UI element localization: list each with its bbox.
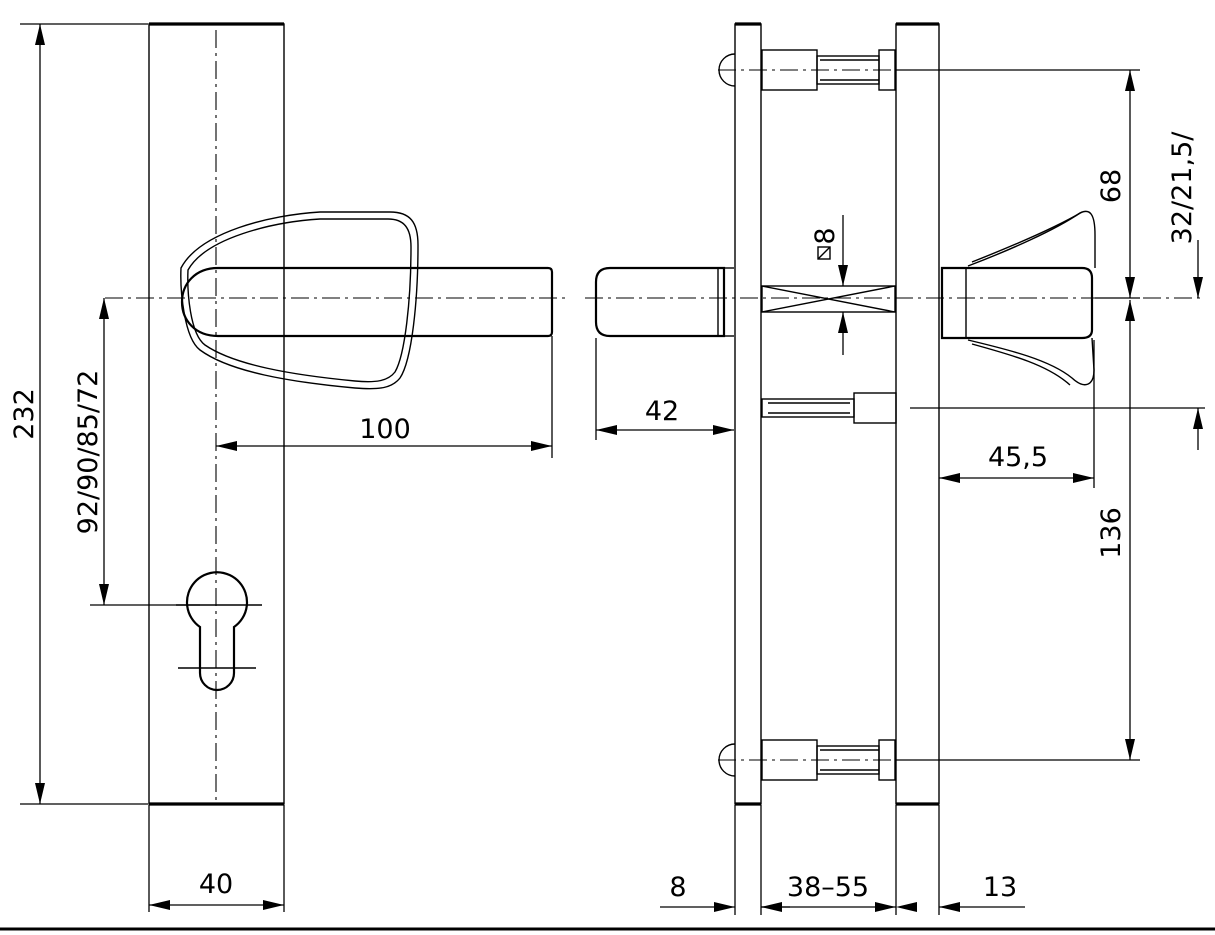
spindle-square: [761, 285, 896, 313]
dim-lower-fixing: 136: [1096, 507, 1127, 559]
top-fixing-screw: [718, 49, 910, 91]
inner-lever: [940, 266, 1094, 340]
dim-handle-length: 100: [359, 414, 411, 445]
lever-handle: [180, 266, 554, 338]
dim-door-thickness: 38–55: [787, 872, 869, 903]
dim-spindle-square: 8: [810, 227, 841, 244]
dim-cylinder-distance: 92/90/85/72: [73, 370, 104, 535]
dim-knob-projection: 45,5: [988, 442, 1048, 473]
bottom-fixing-screw: [718, 739, 910, 781]
cylinder-hole: [185, 571, 249, 692]
handle-rose-outline: [180, 211, 419, 390]
inner-plate: [895, 23, 940, 805]
middle-fixing-screw: [761, 392, 897, 424]
dim-plate-height: 232: [9, 388, 40, 440]
dim-spindle-projection: 42: [645, 396, 679, 427]
dim-offset-values: 32/21,5/: [1167, 131, 1198, 245]
dim-inner-plate-thickness: 13: [983, 872, 1017, 903]
dim-outer-plate-thickness: 8: [669, 872, 686, 903]
front-view: 232 92/90/85/72 100 40: [9, 22, 565, 912]
outer-knob: [594, 266, 726, 338]
outer-plate: [734, 23, 762, 805]
side-view: 42 8 45,5 68 136 32/21,5: [585, 22, 1205, 915]
inner-lever-wing: [967, 210, 1096, 268]
dim-upper-fixing: 68: [1096, 169, 1127, 203]
square-section-icon: [817, 246, 831, 260]
dim-plate-width: 40: [199, 869, 233, 900]
